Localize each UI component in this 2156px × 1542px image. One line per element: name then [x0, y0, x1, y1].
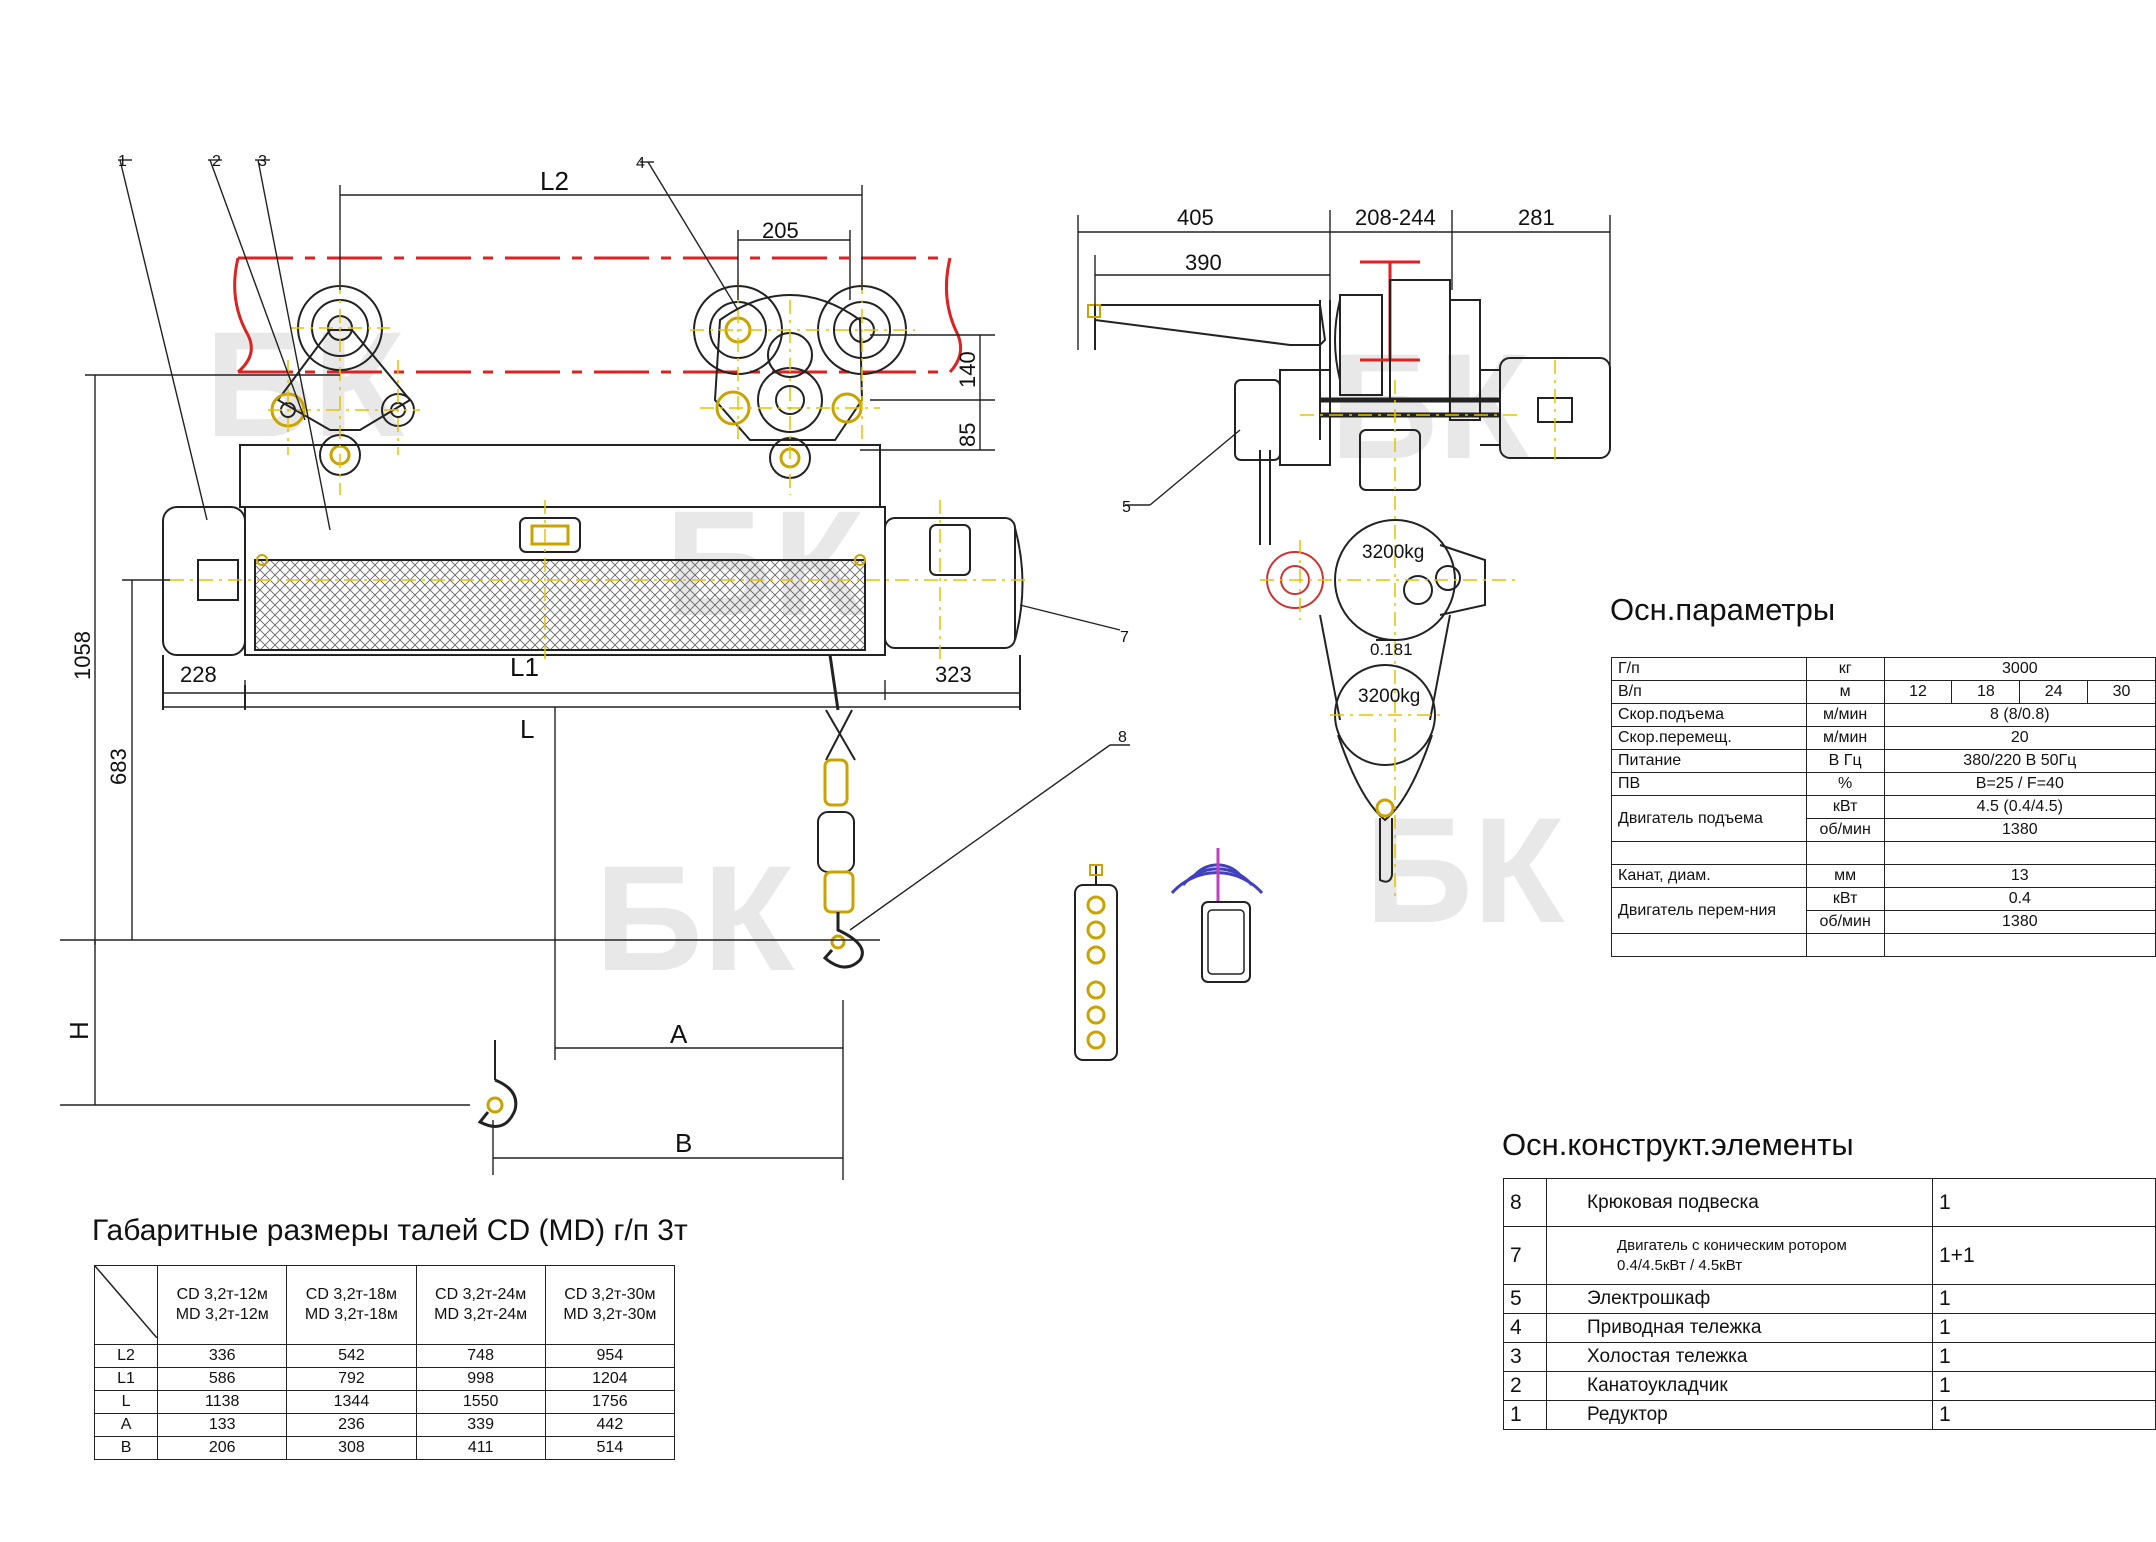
dimensions-table-title: Габаритные размеры талей CD (MD) г/п 3т — [92, 1214, 688, 1247]
dim-208-244: 208-244 — [1355, 205, 1436, 230]
load-label-lower: 3200kg — [1358, 686, 1420, 707]
dim-390: 390 — [1185, 250, 1222, 275]
load-label-upper: 3200kg — [1362, 542, 1424, 563]
dim-1058: 1058 — [70, 631, 95, 680]
callout-8: 8 — [1118, 729, 1127, 746]
gearbox — [162, 506, 246, 656]
dim-205: 205 — [762, 218, 799, 243]
control-box — [1234, 379, 1281, 461]
diagonal-cell — [94, 1265, 158, 1339]
callout-2: 2 — [212, 153, 221, 170]
callout-7: 7 — [1120, 629, 1129, 646]
table-row: ПВ%В=25 / F=40 — [1611, 772, 2156, 796]
callout-4: 4 — [636, 155, 645, 172]
table-row — [1611, 841, 2156, 865]
hook-block — [817, 758, 864, 969]
table-row — [1611, 933, 2156, 957]
dim-H: H — [64, 1021, 94, 1040]
dim-683: 683 — [106, 748, 131, 785]
low-hook — [477, 1040, 518, 1128]
dim-B: B — [675, 1128, 692, 1158]
dim-228: 228 — [180, 662, 217, 687]
callout-5: 5 — [1122, 499, 1131, 516]
watermark: БК — [595, 834, 795, 1002]
elements-title: Осн.конструкт.элементы — [1502, 1127, 1854, 1162]
front-dimensions — [60, 159, 1130, 1180]
side-dimension-labels: 405 208-244 281 390 3200kg 3200kg 0.181 … — [1122, 205, 1555, 707]
callout-1: 1 — [118, 153, 127, 170]
radio-remote — [1170, 848, 1264, 983]
dim-A: A — [670, 1019, 688, 1049]
dim-L: L — [520, 714, 534, 744]
watermark: БК — [205, 300, 405, 468]
callout-3: 3 — [258, 153, 267, 170]
center-lines — [170, 280, 1030, 660]
dim-405: 405 — [1177, 205, 1214, 230]
pendant-control — [1074, 864, 1118, 1061]
side-dimensions — [1077, 210, 1611, 506]
side-center-lines — [1260, 360, 1556, 900]
watermark: БК — [1330, 322, 1530, 490]
dim-85: 85 — [955, 423, 980, 447]
dim-L1: L1 — [510, 652, 539, 682]
hoist-motor — [884, 517, 1016, 649]
dim-323: 323 — [935, 662, 972, 687]
dim-281: 281 — [1518, 205, 1555, 230]
drive-trolley — [693, 285, 907, 479]
front-dimension-labels: L2 205 140 85 1058 683 228 L1 323 L H A … — [64, 153, 1129, 1158]
dim-0181: 0.181 — [1370, 640, 1413, 659]
dim-L2: L2 — [540, 166, 569, 196]
params-title: Осн.параметры — [1610, 592, 1836, 627]
watermark: БК — [1365, 786, 1565, 954]
dim-140: 140 — [955, 351, 980, 388]
